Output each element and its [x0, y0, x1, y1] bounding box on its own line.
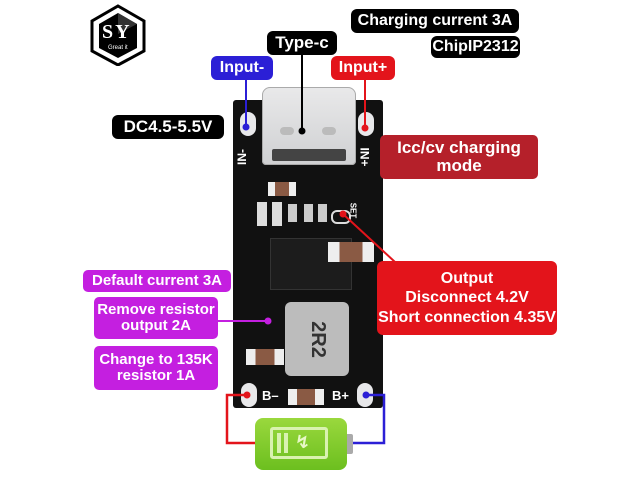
change-line1: Change to 135K — [99, 351, 213, 369]
voltage-label: DC4.5-5.5V — [112, 115, 224, 139]
capacitor — [288, 389, 324, 405]
capacitor — [272, 202, 282, 226]
brand-logo: SY Great it — [88, 4, 148, 67]
capacitor — [246, 349, 284, 365]
silk-b-plus: B+ — [332, 388, 349, 403]
mode-line2: mode — [436, 156, 482, 175]
output-line1: Output — [440, 270, 494, 288]
output-line3: Short connection 4.35V — [378, 308, 556, 326]
output-label: Output Disconnect 4.2V Short connection … — [377, 261, 557, 335]
default-current-label: Default current 3A — [83, 270, 231, 292]
set-resistor — [331, 210, 351, 224]
hexagon-logo-icon — [90, 4, 146, 67]
lightning-icon: ↯ — [295, 432, 311, 452]
capacitor — [328, 242, 374, 262]
remove-line2: output 2A — [121, 317, 191, 334]
capacitor — [304, 204, 313, 222]
output-line2: Disconnect 4.2V — [405, 289, 529, 307]
usb-type-c-connector — [262, 87, 356, 165]
logo-letters: SY — [102, 21, 132, 43]
input-plus-label: Input+ — [331, 56, 395, 80]
battery-icon: ↯ — [255, 418, 347, 470]
change-resistor-label: Change to 135K resistor 1A — [94, 346, 218, 390]
remove-line1: Remove resistor — [97, 301, 215, 319]
mode-label: Icc/cv charging mode — [380, 135, 538, 179]
capacitor — [257, 202, 267, 226]
logo-tagline: Great it — [108, 45, 128, 51]
capacitor — [318, 204, 327, 222]
inductor: 2R2 — [285, 302, 349, 376]
input-minus-label: Input- — [211, 56, 273, 80]
resistor — [268, 182, 296, 196]
chip-label: ChipIP2312 — [431, 36, 520, 58]
remove-resistor-label: Remove resistor output 2A — [94, 297, 218, 339]
in-minus-pad — [240, 112, 256, 136]
mode-line1: Icc/cv charging — [397, 138, 521, 158]
battery-terminal — [347, 434, 353, 454]
charging-current-label: Charging current 3A — [351, 9, 519, 33]
change-line2: resistor 1A — [116, 367, 196, 384]
silk-b-minus: B– — [262, 388, 279, 403]
type-c-label: Type-c — [267, 31, 337, 55]
capacitor — [288, 204, 297, 222]
